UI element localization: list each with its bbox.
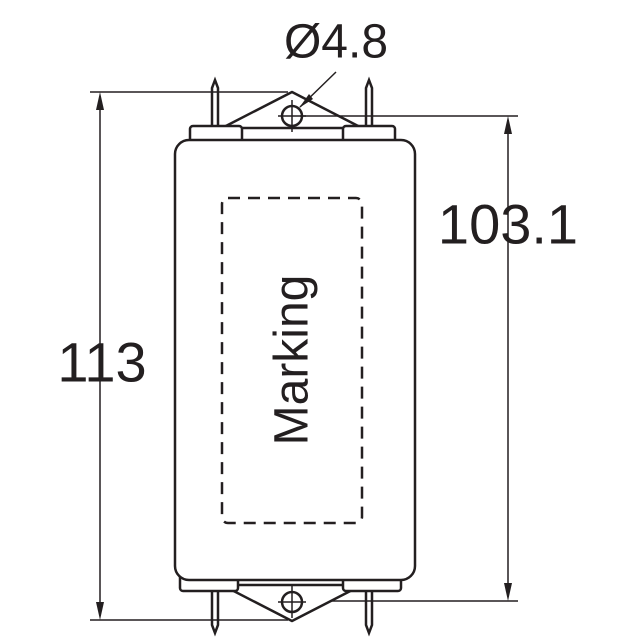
component-body <box>173 138 417 582</box>
dimension-overall-height: 113 <box>57 331 146 394</box>
dimension-hole-diameter: Ø4.8 <box>284 16 388 69</box>
bottom-left-pin <box>210 585 220 637</box>
top-left-pin <box>210 76 220 128</box>
bottom-right-pin <box>364 585 374 637</box>
marking-area <box>220 196 364 525</box>
top-right-pin <box>364 76 374 128</box>
dim-113 <box>90 91 288 621</box>
dim-103 <box>300 115 518 602</box>
bottom-pins <box>210 585 374 637</box>
marking-label: Marking <box>266 275 319 446</box>
top-pins <box>210 76 374 128</box>
dim-hole-leader <box>299 71 337 108</box>
dimension-body-height: 103.1 <box>438 193 578 256</box>
bottom-mounting-hole <box>278 586 306 618</box>
